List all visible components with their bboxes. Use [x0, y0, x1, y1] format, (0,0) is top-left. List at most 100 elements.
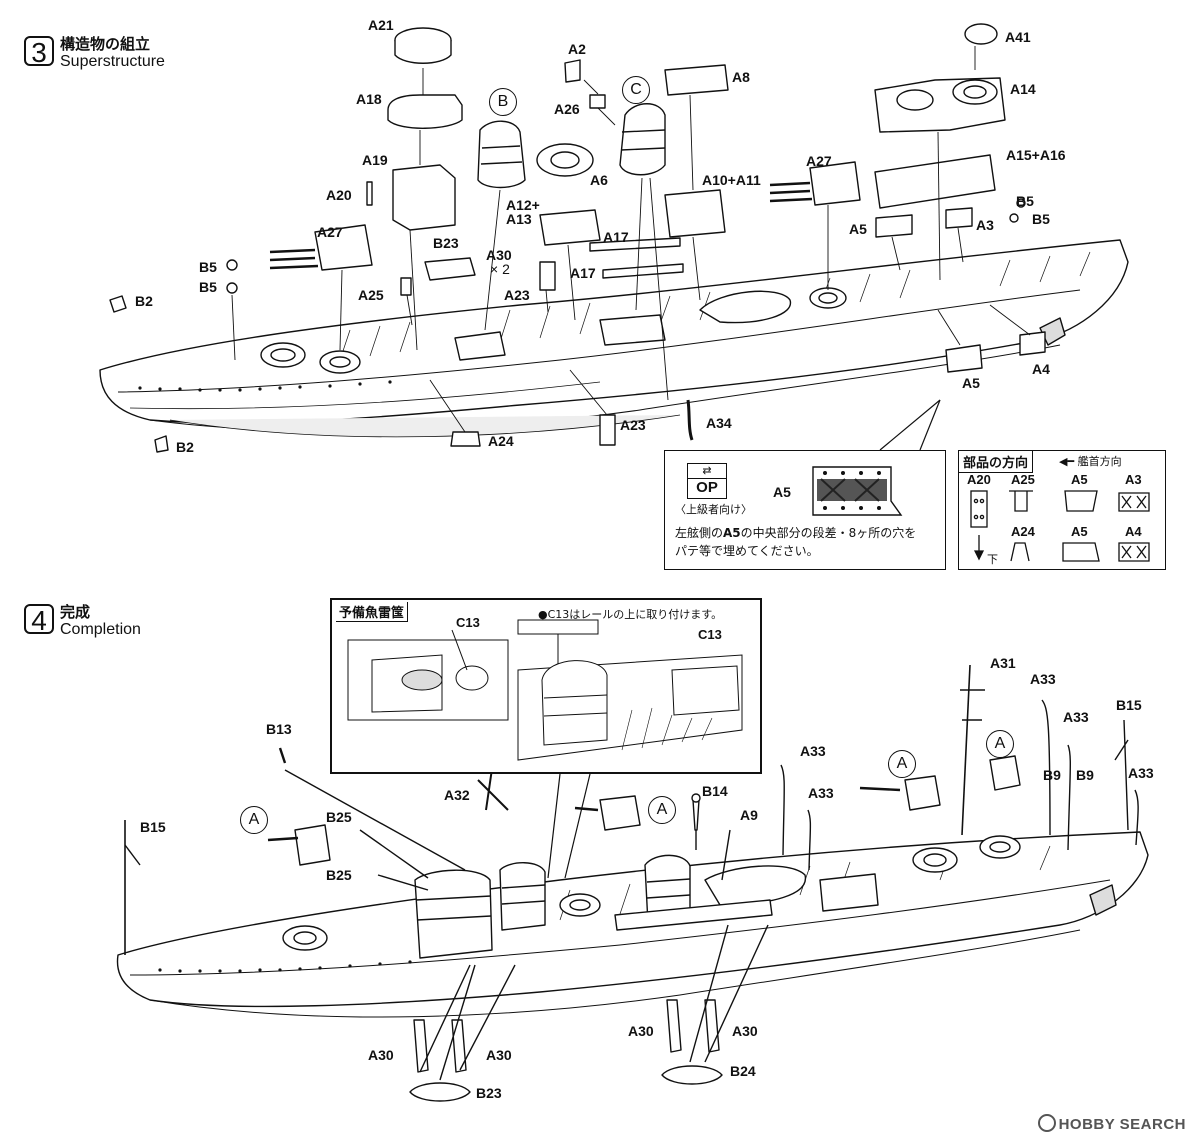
- part-label-a17-1: A17: [603, 229, 629, 245]
- orient-a5-bottom: A5: [1071, 524, 1088, 539]
- op-advanced-label: 〈上級者向け〉: [675, 503, 752, 516]
- part-label-a33-3: A33: [1030, 671, 1056, 687]
- torpedo-box-title: 予備魚雷筺: [336, 602, 409, 622]
- hobby-search-watermark: HOBBY SEARCH: [1037, 1114, 1186, 1133]
- step4-title-ja: 完成: [60, 604, 91, 621]
- step3-number: 3: [24, 36, 54, 68]
- swap-arrows-icon: ⇄: [688, 464, 726, 479]
- part-label-b15-left: B15: [140, 819, 166, 835]
- orient-a24: A24: [1011, 524, 1035, 539]
- reference-circle-a-stern2: A: [986, 730, 1014, 758]
- part-label-a3: A3: [976, 217, 994, 233]
- orient-a25: A25: [1011, 472, 1035, 487]
- step3-header: 3 構造物の組立 Superstructure: [24, 36, 165, 70]
- op-note-line1-a: 左舷側の: [675, 526, 724, 540]
- op-part-label: A5: [773, 484, 791, 500]
- part-label-a21: A21: [368, 17, 394, 33]
- part-label-a30-4: A30: [732, 1023, 758, 1039]
- step3-title-ja: 構造物の組立: [60, 36, 151, 53]
- torpedo-box-part: C13: [456, 615, 480, 630]
- hull-step3: [99, 239, 1129, 438]
- part-label-a33-2: A33: [808, 785, 834, 801]
- part-label-a9: A9: [740, 807, 758, 823]
- part-label-a26: A26: [554, 101, 580, 117]
- part-label-a30-2: A30: [486, 1047, 512, 1063]
- reference-circle-b: B: [489, 88, 517, 116]
- part-label-a30x2: A30: [486, 247, 512, 263]
- part-label-a5-1: A5: [849, 221, 867, 237]
- part-label-a23-2: A23: [620, 417, 646, 433]
- part-label-a30-3: A30: [628, 1023, 654, 1039]
- parts-step3: [109, 23, 1046, 453]
- part-label-b14: B14: [702, 783, 728, 799]
- orientation-title: 部品の方向: [959, 451, 1034, 473]
- part-label-b5-2: B5: [199, 279, 217, 295]
- bow-direction-label: 艦首方向: [1077, 455, 1122, 468]
- part-label-a8: A8: [732, 69, 750, 85]
- part-label-a33-4: A33: [1063, 709, 1089, 725]
- parts-step4: [124, 664, 1139, 1102]
- arrow-left-icon: ◀━: [1059, 455, 1078, 468]
- reference-circle-a-stern1: A: [888, 750, 916, 778]
- part-label-b25-2: B25: [326, 867, 352, 883]
- part-label-a4: A4: [1032, 361, 1050, 377]
- bow-direction: ◀━ 艦首方向: [1059, 453, 1122, 469]
- part-label-a20: A20: [326, 187, 352, 203]
- part-label-b24: B24: [730, 1063, 756, 1079]
- reference-circle-c: C: [622, 76, 650, 104]
- part-label-a33-1: A33: [800, 743, 826, 759]
- hull-step4: [116, 755, 1149, 1018]
- part-label-b2-bottom: B2: [176, 439, 194, 455]
- orient-a4: A4: [1125, 524, 1142, 539]
- part-label-b23-step4: B23: [476, 1085, 502, 1101]
- part-label-a18: A18: [356, 91, 382, 107]
- part-label-x2: × 2: [490, 261, 510, 277]
- part-label-a30-1: A30: [368, 1047, 394, 1063]
- reference-circle-a-mid: A: [648, 796, 676, 824]
- c13-note-part: C13: [698, 627, 722, 642]
- op-note-line1: 左舷側のA5の中央部分の段差・8ヶ所の穴を: [675, 525, 916, 542]
- part-label-a25: A25: [358, 287, 384, 303]
- part-label-b23: B23: [433, 235, 459, 251]
- part-label-a32: A32: [444, 787, 470, 803]
- part-label-a12a13-1: A12+: [506, 197, 540, 213]
- reference-circle-a-bow: A: [240, 806, 268, 834]
- orient-a20: A20: [967, 472, 991, 487]
- a5-panel-svg: [812, 466, 903, 516]
- orientation-shapes: [970, 490, 1150, 562]
- op-label: OP: [696, 479, 718, 496]
- part-label-a19: A19: [362, 152, 388, 168]
- step3-title-en: Superstructure: [60, 53, 165, 70]
- part-label-a41: A41: [1005, 29, 1031, 45]
- part-label-a10a11: A10+A11: [702, 172, 761, 188]
- op-note-line1-b: の中央部分の段差・8ヶ所の穴を: [740, 526, 917, 540]
- op-note-bold-part: A5: [723, 526, 741, 540]
- part-label-b9-2: B9: [1076, 767, 1094, 783]
- part-orientation-box: 部品の方向 ◀━ 艦首方向 A20 A25 A5 A3 A24 A5 A4 下: [958, 450, 1166, 570]
- part-label-b15-right: B15: [1116, 697, 1142, 713]
- op-badge: ⇄ OP: [687, 463, 727, 499]
- part-label-a17-2: A17: [570, 265, 596, 281]
- orient-a5-top: A5: [1071, 472, 1088, 487]
- part-label-b9-1: B9: [1043, 767, 1061, 783]
- part-label-b5-1: B5: [199, 259, 217, 275]
- part-label-a5-2: A5: [962, 375, 980, 391]
- step4-number: 4: [24, 604, 54, 636]
- step4-title-en: Completion: [60, 621, 141, 638]
- watermark-text: HOBBY SEARCH: [1058, 1116, 1186, 1133]
- part-label-a23-1: A23: [504, 287, 530, 303]
- part-label-a27-right: A27: [806, 153, 832, 169]
- part-label-b5-4: B5: [1032, 211, 1050, 227]
- op-advanced-note-box: ⇄ OP 〈上級者向け〉 A5 左舷側のA5の中央部分の段差・8ヶ所の穴を パテ…: [664, 450, 946, 570]
- porthole-row-step4: [158, 960, 412, 973]
- part-label-a6: A6: [590, 172, 608, 188]
- part-label-a31: A31: [990, 655, 1016, 671]
- part-label-a33-5: A33: [1128, 765, 1154, 781]
- porthole-row-step3: [138, 380, 392, 392]
- part-label-b5-3: B5: [1016, 193, 1034, 209]
- spare-torpedo-inset-box: 予備魚雷筺 C13 ●C13はレールの上に取り付けます。 C13: [330, 598, 762, 774]
- leader-lines-step3: [231, 46, 1031, 451]
- part-label-a15a16: A15+A16: [1006, 147, 1066, 163]
- part-label-a2: A2: [568, 41, 586, 57]
